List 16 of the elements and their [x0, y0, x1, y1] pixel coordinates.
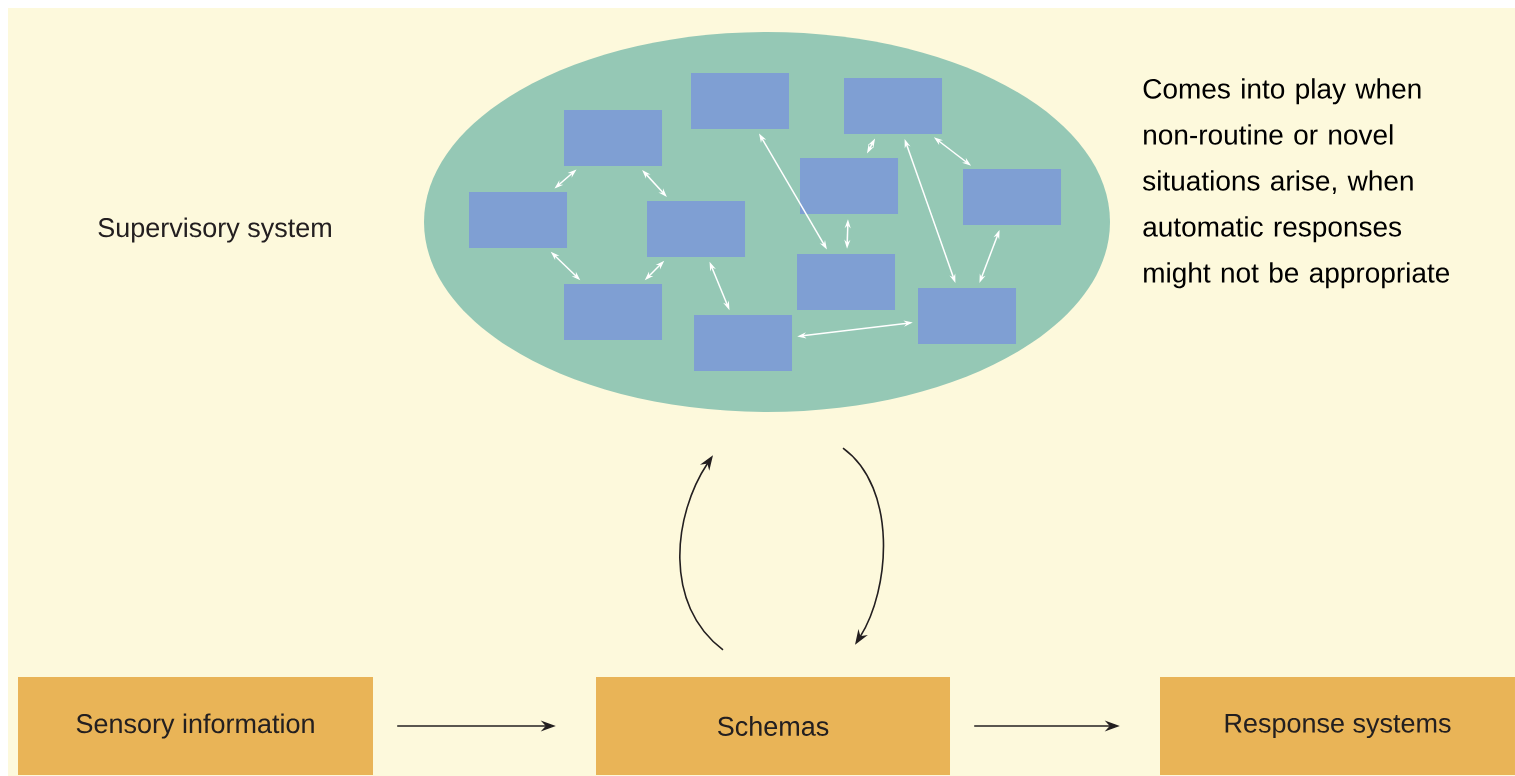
process-box: Response systems [1160, 677, 1515, 775]
schema-box [647, 201, 745, 257]
note-text: Comes into play when non-routine or novel situations arise, when automatic responses might not be appropriate [1143, 78, 1450, 289]
schema-box [564, 110, 662, 166]
schema-box [797, 254, 895, 310]
schema-box [694, 315, 792, 371]
schema-box [963, 169, 1061, 225]
process-box: Sensory information [18, 677, 373, 775]
schema-box [800, 158, 898, 214]
schema-box [844, 78, 942, 134]
node-label: Supervisory system [98, 217, 331, 243]
process-box: Schemas [596, 677, 950, 775]
schema-box [918, 288, 1016, 344]
schema-box [469, 192, 567, 248]
schema-box [564, 284, 662, 340]
schema-box [691, 73, 789, 129]
